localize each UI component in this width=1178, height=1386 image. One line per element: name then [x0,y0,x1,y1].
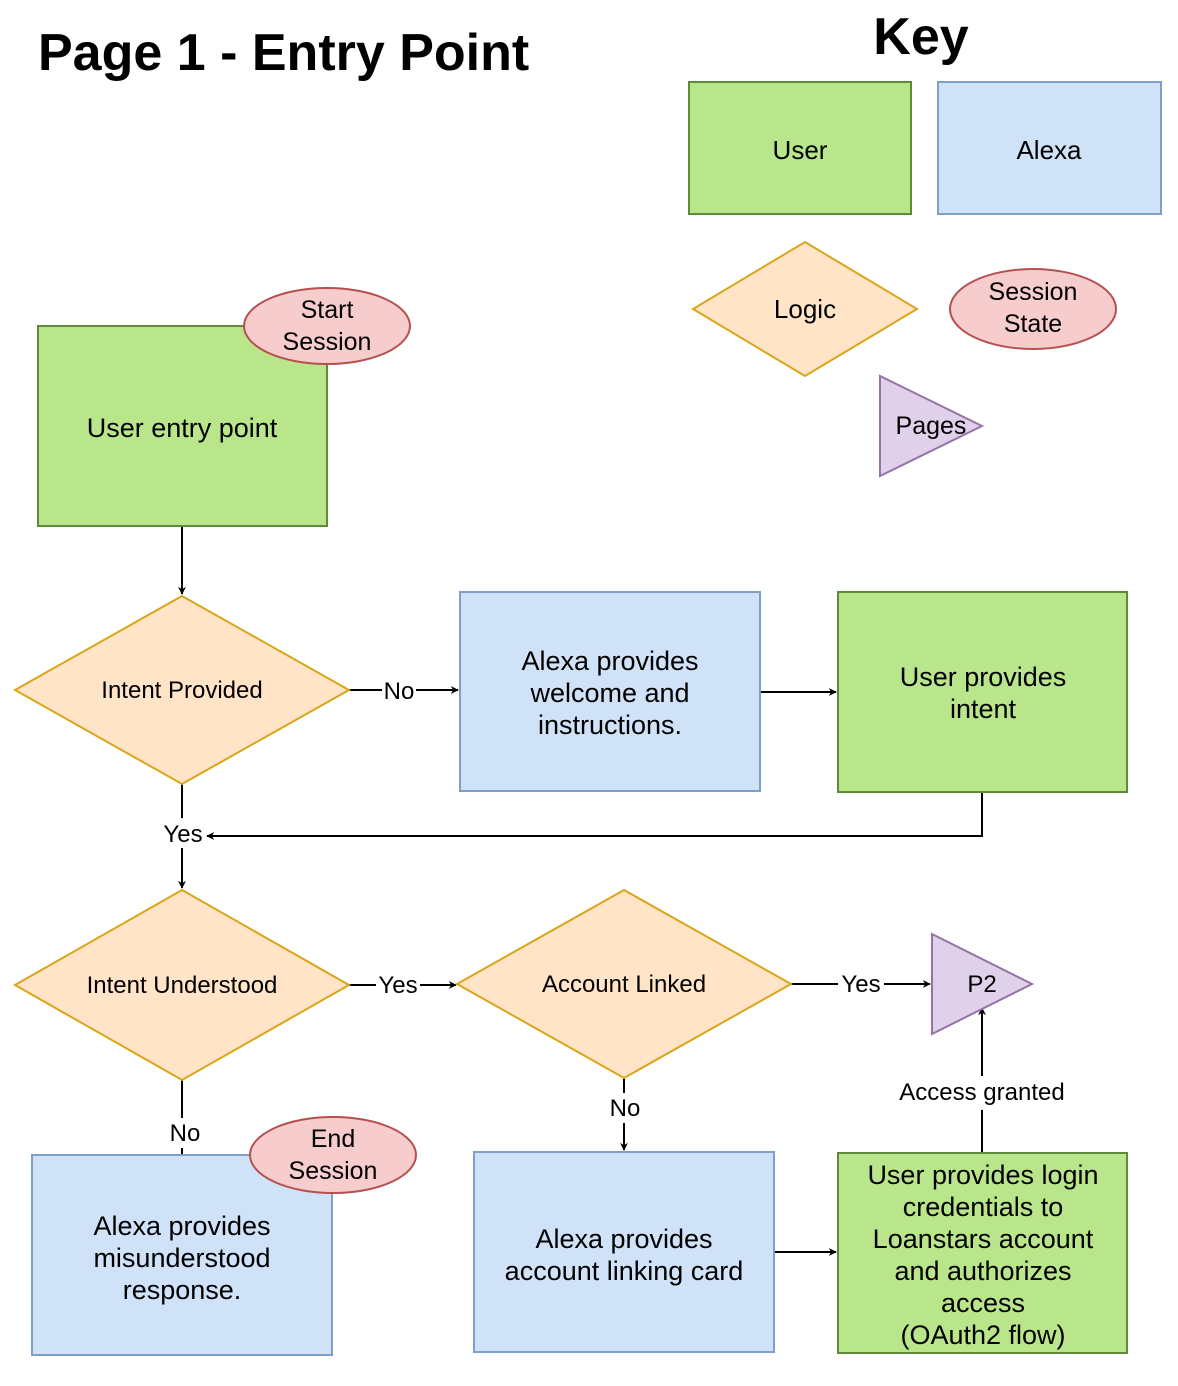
alexa-welcome-line1: Alexa provides [521,646,698,676]
intent-provided-label: Intent Provided [101,677,262,704]
user-login-line4: and authorizes [894,1256,1071,1286]
key-pages-label: Pages [896,412,967,440]
edge-label-no-account-linked: No [610,1095,641,1122]
key-logic: Logic [691,240,919,378]
node-p2: P2 [931,932,1035,1036]
page-title: Page 1 - Entry Point [38,24,529,82]
edge-user-intent-back [206,792,983,840]
node-user-entry-point: User entry point [37,325,328,527]
account-linked-label: Account Linked [542,971,706,998]
edge-label-yes-intent-understood: Yes [378,972,417,999]
key-title: Key [873,8,968,66]
key-logic-label: Logic [774,294,836,324]
end-session-line2: Session [289,1157,378,1185]
alexa-welcome-line3: instructions. [538,710,682,740]
node-alexa-welcome: Alexa provides welcome and instructions. [459,591,761,792]
user-login-line1: User provides login [867,1160,1098,1190]
user-login-line2: credentials to [903,1192,1064,1222]
end-session-line1: End [311,1125,355,1153]
node-intent-provided: Intent Provided [12,594,352,786]
user-entry-point-label: User entry point [87,413,278,443]
node-account-linked: Account Linked [454,888,794,1080]
alexa-misunderstood-line1: Alexa provides [93,1211,270,1241]
alexa-misunderstood-line3: response. [123,1275,242,1305]
start-session-line1: Start [301,296,354,324]
node-alexa-misunderstood: Alexa provides misunderstood response. [31,1154,333,1356]
key-user: User [688,81,912,215]
key-user-label: User [773,135,828,165]
node-start-session: Start Session [243,287,411,365]
key-session-state: Session State [949,268,1117,350]
edge-label-no-intent-understood: No [170,1120,201,1147]
key-session-state-line2: State [1004,310,1062,338]
p2-label: P2 [967,971,996,998]
alexa-linking-line2: account linking card [505,1256,744,1286]
user-provides-intent-line1: User provides [900,662,1067,692]
edge-label-no-welcome: No [384,678,415,705]
key-session-state-line1: Session [989,278,1078,306]
user-provides-intent-line2: intent [950,694,1017,724]
user-login-line5: access [941,1288,1025,1318]
user-login-line3: Loanstars account [873,1224,1094,1254]
edge-label-yes-intent-provided: Yes [163,821,202,848]
key-pages: Pages [879,374,985,478]
node-user-provides-intent: User provides intent [837,591,1128,793]
connectors [178,526,986,1256]
alexa-linking-line1: Alexa provides [535,1224,712,1254]
intent-understood-label: Intent Understood [87,972,278,999]
edge-label-yes-account-linked: Yes [841,971,880,998]
node-end-session: End Session [249,1116,417,1194]
key-alexa: Alexa [937,81,1162,215]
alexa-welcome-line2: welcome and [529,678,689,708]
alexa-misunderstood-line2: misunderstood [93,1243,270,1273]
node-alexa-linking-card: Alexa provides account linking card [473,1151,775,1353]
node-user-login: User provides login credentials to Loans… [837,1152,1128,1354]
edge-label-access-granted: Access granted [899,1079,1064,1106]
start-session-line2: Session [283,328,372,356]
key-alexa-label: Alexa [1016,135,1082,165]
user-login-line6: (OAuth2 flow) [900,1320,1065,1350]
node-intent-understood: Intent Understood [12,888,352,1082]
